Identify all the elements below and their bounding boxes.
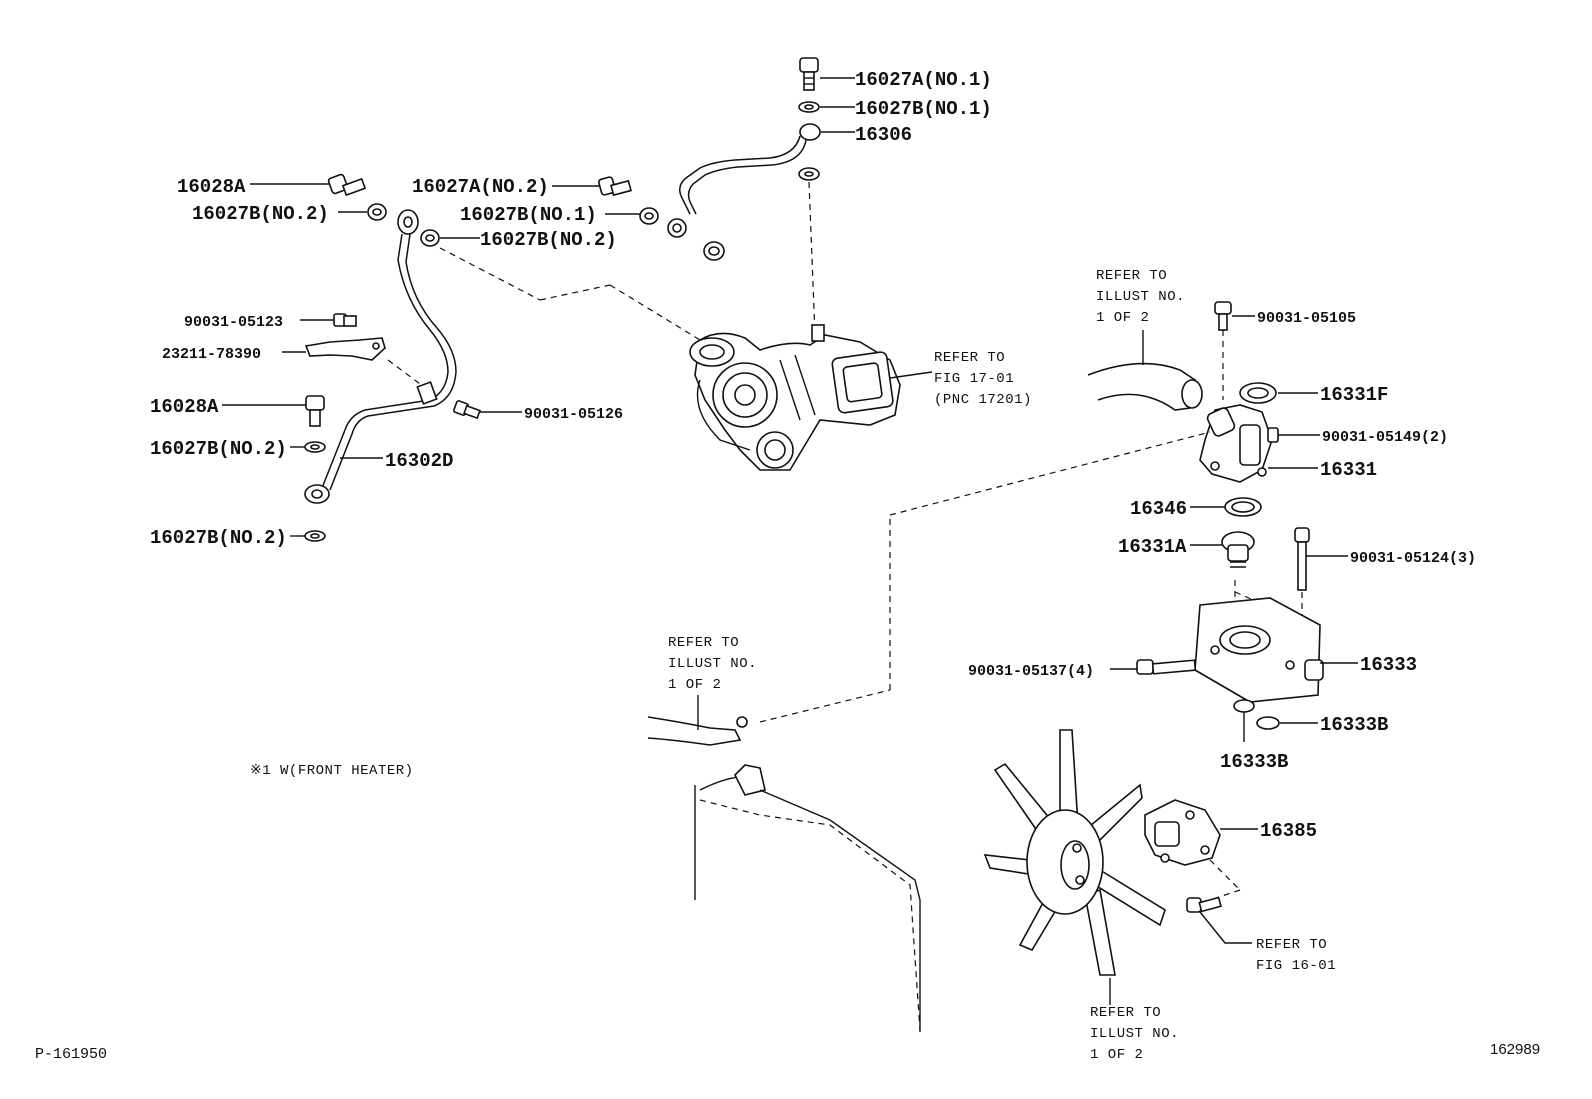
washer-16027B-no2-b	[420, 229, 440, 247]
o-ring-16333B-b	[1256, 716, 1280, 730]
washer-16027B-no2-a	[367, 203, 387, 221]
bolt-90031-05126	[453, 400, 481, 420]
illustration-number: 162989	[1490, 1041, 1540, 1058]
radiator	[694, 764, 921, 1032]
bolt-16027A-no2	[598, 176, 632, 197]
label-90031-05137: 90031-05137(4)	[968, 663, 1094, 680]
o-ring-16333B-a	[1233, 699, 1255, 713]
svg-text:1 OF 2: 1 OF 2	[668, 677, 721, 693]
gasket-16346	[1224, 497, 1262, 517]
label-16027B-no2-d: 16027B(NO.2)	[150, 527, 287, 549]
label-16027B-no2-b: 16027B(NO.2)	[480, 229, 617, 251]
bracket-23211-78390	[304, 337, 386, 361]
label-16027A-no2: 16027A(NO.2)	[412, 176, 549, 198]
hose-upper	[1087, 362, 1203, 411]
svg-text:REFER TO: REFER TO	[1096, 268, 1167, 284]
bolt-90031-05105	[1214, 301, 1232, 331]
thermostat-16331A	[1221, 531, 1255, 568]
label-23211-78390: 23211-78390	[162, 346, 261, 363]
svg-text:REFER TO: REFER TO	[934, 350, 1005, 366]
label-16331F: 16331F	[1320, 384, 1388, 406]
svg-text:REFER TO: REFER TO	[1256, 937, 1327, 953]
page-code: P-161950	[35, 1046, 107, 1063]
washer-16027B-no1-top	[798, 101, 820, 113]
pipe-16306	[667, 123, 821, 261]
svg-text:ILLUST NO.: ILLUST NO.	[668, 656, 757, 672]
washer-16027B-no2-c	[304, 441, 326, 453]
svg-text:(PNC 17201): (PNC 17201)	[934, 392, 1032, 408]
svg-text:ILLUST NO.: ILLUST NO.	[1096, 289, 1185, 305]
label-16027B-no2-a: 16027B(NO.2)	[192, 203, 329, 225]
svg-text:REFER TO: REFER TO	[1090, 1005, 1161, 1021]
label-16027B-no2-c: 16027B(NO.2)	[150, 438, 287, 460]
washer-16027B-no1-mid	[639, 207, 659, 225]
label-16306: 16306	[855, 124, 912, 146]
label-90031-05149: 90031-05149(2)	[1322, 429, 1448, 446]
bolt-90031-05124	[1294, 527, 1310, 591]
svg-text:1 OF 2: 1 OF 2	[1096, 310, 1149, 326]
svg-text:1 OF 2: 1 OF 2	[1090, 1047, 1143, 1063]
bolt-90031-05149	[1267, 427, 1279, 443]
label-90031-05124: 90031-05124(3)	[1350, 550, 1476, 567]
note-refer-hose-top: REFER TO ILLUST NO. 1 OF 2	[1096, 268, 1185, 326]
label-16331A: 16331A	[1118, 536, 1187, 558]
svg-text:REFER TO: REFER TO	[668, 635, 739, 651]
label-16385: 16385	[1260, 820, 1317, 842]
bolt-90031-05137	[1136, 659, 1197, 675]
label-16333B-below: 16333B	[1220, 751, 1288, 773]
note-refer-hose-left: REFER TO ILLUST NO. 1 OF 2	[668, 635, 757, 693]
washer-16027B-no2-d	[304, 530, 326, 542]
fluid-coupling-16385	[1144, 799, 1221, 866]
label-16333B-right: 16333B	[1320, 714, 1388, 736]
gasket-16331F	[1239, 382, 1277, 404]
note-front-heater: ※1 W(FRONT HEATER)	[250, 763, 414, 779]
svg-text:FIG 17-01: FIG 17-01	[934, 371, 1014, 387]
label-90031-05105: 90031-05105	[1257, 310, 1356, 327]
bolt-90031-05123	[333, 313, 357, 327]
label-16027B-no1-mid: 16027B(NO.1)	[460, 204, 597, 226]
water-outlet-16331	[1199, 404, 1273, 483]
bolt-16028A-mid	[305, 395, 325, 427]
cooling-fan	[983, 729, 1166, 976]
bolt-fig16-01	[1186, 896, 1222, 913]
note-refer-fig16: REFER TO FIG 16-01	[1256, 937, 1336, 974]
label-16028A-top: 16028A	[177, 176, 246, 198]
svg-text:FIG 16-01: FIG 16-01	[1256, 958, 1336, 974]
note-refer-turbo: REFER TO FIG 17-01 (PNC 17201)	[934, 350, 1032, 408]
note-refer-fan: REFER TO ILLUST NO. 1 OF 2	[1090, 1005, 1179, 1063]
svg-text:ILLUST NO.: ILLUST NO.	[1090, 1026, 1179, 1042]
label-90031-05123: 90031-05123	[184, 314, 283, 331]
hose-lower	[647, 716, 748, 746]
washer-below-16306	[798, 167, 820, 181]
label-16331: 16331	[1320, 459, 1377, 481]
pipe-16302D	[304, 209, 457, 504]
turbocharger	[689, 324, 901, 471]
water-inlet-16333	[1194, 597, 1324, 703]
label-16027A-no1-top: 16027A(NO.1)	[855, 69, 992, 91]
bolt-16027A-no1-top	[799, 57, 819, 91]
label-16333: 16333	[1360, 654, 1417, 676]
label-16028A-mid: 16028A	[150, 396, 219, 418]
bolt-16028A-top	[327, 173, 367, 197]
label-16346: 16346	[1130, 498, 1187, 520]
label-16302D: 16302D	[385, 450, 453, 472]
label-16027B-no1-top: 16027B(NO.1)	[855, 98, 992, 120]
label-90031-05126: 90031-05126	[524, 406, 623, 423]
